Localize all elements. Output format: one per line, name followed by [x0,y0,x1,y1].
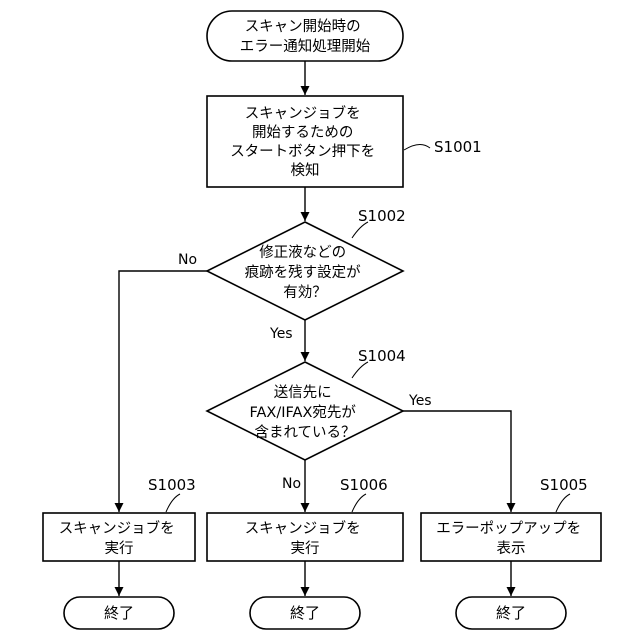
start-terminal: スキャン開始時の エラー通知処理開始 [207,11,403,61]
branch-label-s1002-no: No [178,252,197,268]
step-label-s1006: S1006 [340,476,388,494]
s1001-line-3: スタートボタン押下を [230,143,375,160]
end-mid-label: 終了 [290,604,320,622]
s1006-line-2: 実行 [291,540,320,557]
step-labels: S1001 S1002 S1004 S1003 S1006 S1005 [148,138,588,494]
end-terminal-right: 終了 [456,597,566,629]
s1004-line-2: FAX/IFAX宛先が [250,404,357,421]
leader-s1001 [404,144,430,150]
process-s1001: スキャンジョブを 開始するための スタートボタン押下を 検知 [207,96,403,187]
s1001-line-2: 開始するための [252,124,354,141]
end-right-label: 終了 [496,604,526,622]
leader-s1005 [556,494,570,512]
end-left-label: 終了 [104,604,134,622]
end-terminal-mid: 終了 [250,597,360,629]
s1002-line-1: 修正液などの [259,244,346,261]
decision-s1004: 送信先に FAX/IFAX宛先が 含まれている？ [207,362,403,460]
branch-label-s1004-yes: Yes [408,393,432,409]
step-leaders [166,144,570,512]
s1004-line-1: 送信先に [274,384,332,401]
leader-s1006 [352,494,366,512]
s1001-line-4: 検知 [291,162,320,179]
start-line-2: エラー通知処理開始 [240,38,371,55]
step-label-s1001: S1001 [434,138,482,156]
step-label-s1002: S1002 [358,207,406,225]
process-s1006: スキャンジョブを 実行 [207,513,403,561]
decision-s1002: 修正液などの 痕跡を残す設定が 有効？ [207,222,403,320]
process-s1005: エラーポップアップを 表示 [421,513,601,561]
branch-label-s1002-yes: Yes [269,326,293,342]
s1002-line-3: 有効？ [283,284,327,301]
s1002-line-2: 痕跡を残す設定が [245,264,361,281]
s1005-line-1: エラーポップアップを [436,520,581,537]
branch-label-s1004-no: No [282,476,301,492]
step-label-s1003: S1003 [148,476,196,494]
step-label-s1005: S1005 [540,476,588,494]
s1003-line-1: スキャンジョブを [59,519,175,537]
s1001-line-1: スキャンジョブを [245,104,361,122]
s1003-line-2: 実行 [105,540,134,557]
step-label-s1004: S1004 [358,347,406,365]
end-terminal-left: 終了 [64,597,174,629]
edge-s1004-yes-to-s1005 [403,411,511,512]
s1004-line-3: 含まれている？ [254,424,355,441]
s1005-line-2: 表示 [497,540,526,557]
process-s1003: スキャンジョブを 実行 [43,513,195,561]
leader-s1003 [166,494,180,512]
s1006-line-1: スキャンジョブを [245,519,361,537]
start-line-1: スキャン開始時の [245,18,361,35]
